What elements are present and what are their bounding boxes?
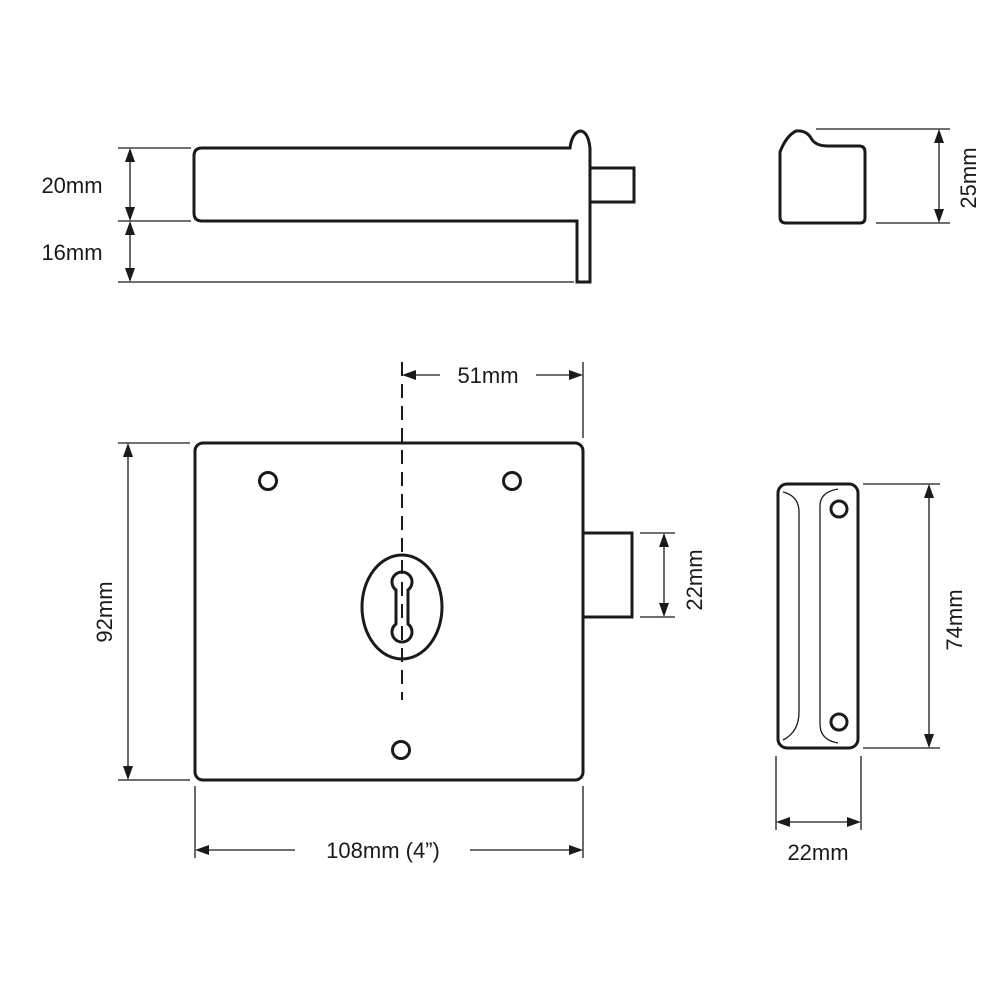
keep-screw-hole-top	[829, 499, 849, 519]
screw-hole-top-left	[258, 471, 278, 491]
keep-front-view: 74mm 22mm	[775, 482, 967, 865]
keep-plate	[776, 482, 860, 750]
screw-hole-top-right	[502, 471, 522, 491]
dim-label-22mm-bolt: 22mm	[682, 549, 707, 610]
keep-side-view: 25mm	[778, 128, 981, 225]
dim-label-20mm: 20mm	[41, 173, 102, 198]
keep-side-profile	[778, 129, 867, 225]
dim-label-51mm: 51mm	[457, 363, 518, 388]
keep-screw-hole-bottom	[829, 712, 849, 732]
front-view-bolt	[581, 531, 634, 619]
lock-side-view: 20mm 16mm	[41, 129, 636, 284]
dim-label-22mm-keep: 22mm	[787, 840, 848, 865]
dim-label-92mm: 92mm	[92, 581, 117, 642]
keep-inner-groove-right	[819, 488, 839, 744]
side-view-bolt	[588, 166, 636, 204]
dim-label-25mm: 25mm	[956, 147, 981, 208]
keep-inner-groove-left	[782, 491, 800, 741]
side-view-case	[192, 129, 592, 284]
dim-label-74mm: 74mm	[942, 589, 967, 650]
screw-hole-bottom	[391, 740, 411, 760]
dim-label-16mm: 16mm	[41, 240, 102, 265]
lock-front-view: 51mm 92mm 22mm 108mm (4”)	[92, 362, 707, 863]
dim-label-108mm: 108mm (4”)	[326, 838, 440, 863]
